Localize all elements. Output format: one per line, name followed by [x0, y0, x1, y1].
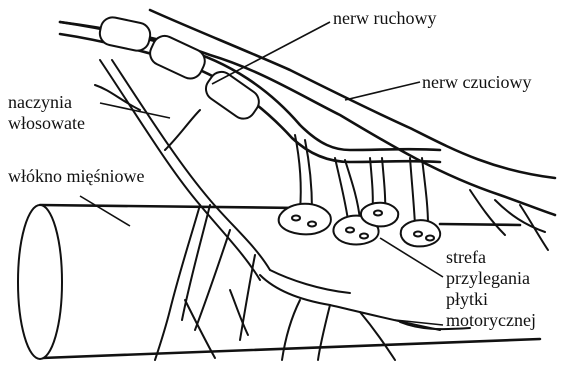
capillaries-label-line-1: naczynia — [8, 92, 85, 113]
fiber-bottom-edge — [42, 339, 540, 358]
endplate-zone-label-line-2: przylegania — [446, 268, 536, 289]
capillary-twig-6 — [185, 300, 215, 358]
capillaries-label: naczynia włosowate — [8, 92, 85, 134]
endplate-branch-4a — [410, 158, 415, 225]
capillary-branch-6 — [282, 300, 300, 360]
fiber-end-ellipse — [18, 205, 62, 359]
fiber-top-edge-right — [440, 224, 520, 225]
capillary-branch-3 — [240, 255, 255, 340]
endplate-zone-label-line-3: płytki — [446, 289, 536, 310]
endplate-4 — [401, 220, 440, 246]
endplate-zone-label: strefa przylegania płytki motorycznej — [446, 247, 536, 331]
sensory-nerve-label: nerw czuciowy — [422, 72, 531, 93]
endplate-branch-2a — [335, 158, 348, 220]
leader-sensory-nerve — [345, 82, 420, 100]
sensory-twig-1 — [470, 190, 505, 235]
capillary-branch-1 — [155, 205, 200, 360]
fiber-top-edge — [40, 205, 300, 208]
leader-muscle-fiber — [80, 196, 130, 226]
endplate-branch-4b — [422, 158, 428, 225]
motor-nerve-label: nerw ruchowy — [333, 8, 436, 29]
myelin-segment-2 — [146, 32, 209, 82]
endplate-zone-label-line-4: motorycznej — [446, 310, 536, 331]
leader-motor-nerve — [212, 22, 330, 84]
capillary-branch-7 — [318, 305, 330, 360]
capillaries-label-line-2: włosowate — [8, 113, 85, 134]
endplate-1 — [279, 204, 331, 235]
leader-capillaries — [100, 103, 170, 118]
endplate-zone-label-line-1: strefa — [446, 247, 536, 268]
motor-endplates — [279, 135, 440, 246]
myelin-segment-1 — [98, 15, 153, 53]
muscle-fiber-label: włókno mięśniowe — [8, 166, 145, 187]
capillary-twig-2 — [165, 110, 200, 150]
